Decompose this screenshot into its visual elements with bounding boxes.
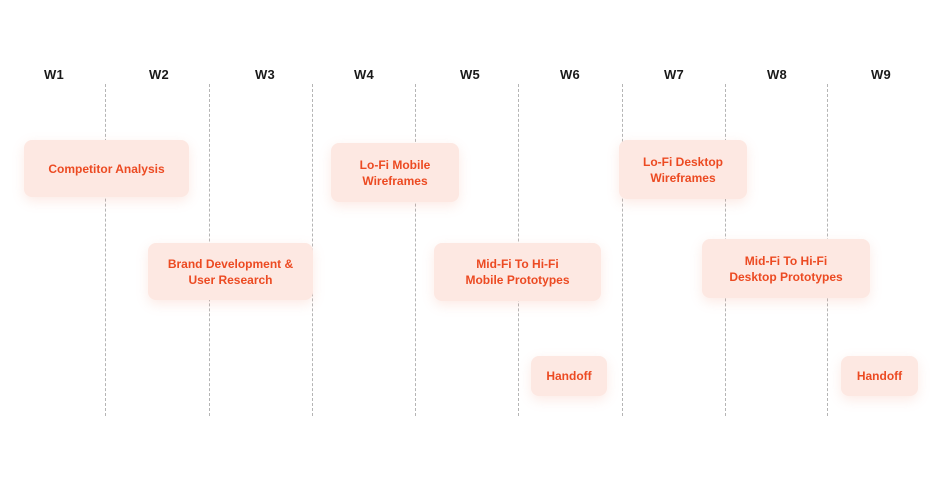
- task-label: Mid-Fi To Hi-Fi Mobile Prototypes: [465, 257, 570, 287]
- week-label-w5: W5: [460, 67, 480, 82]
- task-mobile-prototypes[interactable]: Mid-Fi To Hi-Fi Mobile Prototypes: [434, 243, 601, 301]
- task-label: Handoff: [856, 369, 903, 383]
- week-divider: [415, 84, 416, 416]
- task-competitor-analysis[interactable]: Competitor Analysis: [24, 140, 189, 197]
- task-desktop-prototypes[interactable]: Mid-Fi To Hi-Fi Desktop Prototypes: [702, 239, 870, 298]
- task-label: Brand Development & User Research: [167, 256, 294, 287]
- task-brand-development-user-research[interactable]: Brand Development & User Research: [148, 243, 313, 300]
- task-lofi-desktop-wireframes[interactable]: Lo-Fi Desktop Wireframes: [619, 140, 747, 199]
- week-label-w3: W3: [255, 67, 275, 82]
- week-label-w9: W9: [871, 67, 891, 82]
- task-label: Mid-Fi To Hi-Fi Desktop Prototypes: [729, 253, 843, 284]
- week-label-w7: W7: [664, 67, 684, 82]
- task-lofi-mobile-wireframes[interactable]: Lo-Fi Mobile Wireframes: [331, 143, 459, 202]
- week-label-w6: W6: [560, 67, 580, 82]
- task-label: Lo-Fi Desktop Wireframes: [643, 154, 723, 185]
- week-label-w8: W8: [767, 67, 787, 82]
- task-label: Lo-Fi Mobile Wireframes: [359, 157, 431, 188]
- week-label-w2: W2: [149, 67, 169, 82]
- task-label: Competitor Analysis: [48, 161, 165, 176]
- week-divider: [105, 84, 106, 416]
- week-label-w1: W1: [44, 67, 64, 82]
- task-handoff-desktop[interactable]: Handoff: [841, 356, 918, 396]
- task-label: Handoff: [546, 369, 592, 383]
- week-label-w4: W4: [354, 67, 374, 82]
- week-divider: [622, 84, 623, 416]
- task-handoff-mobile[interactable]: Handoff: [531, 356, 607, 396]
